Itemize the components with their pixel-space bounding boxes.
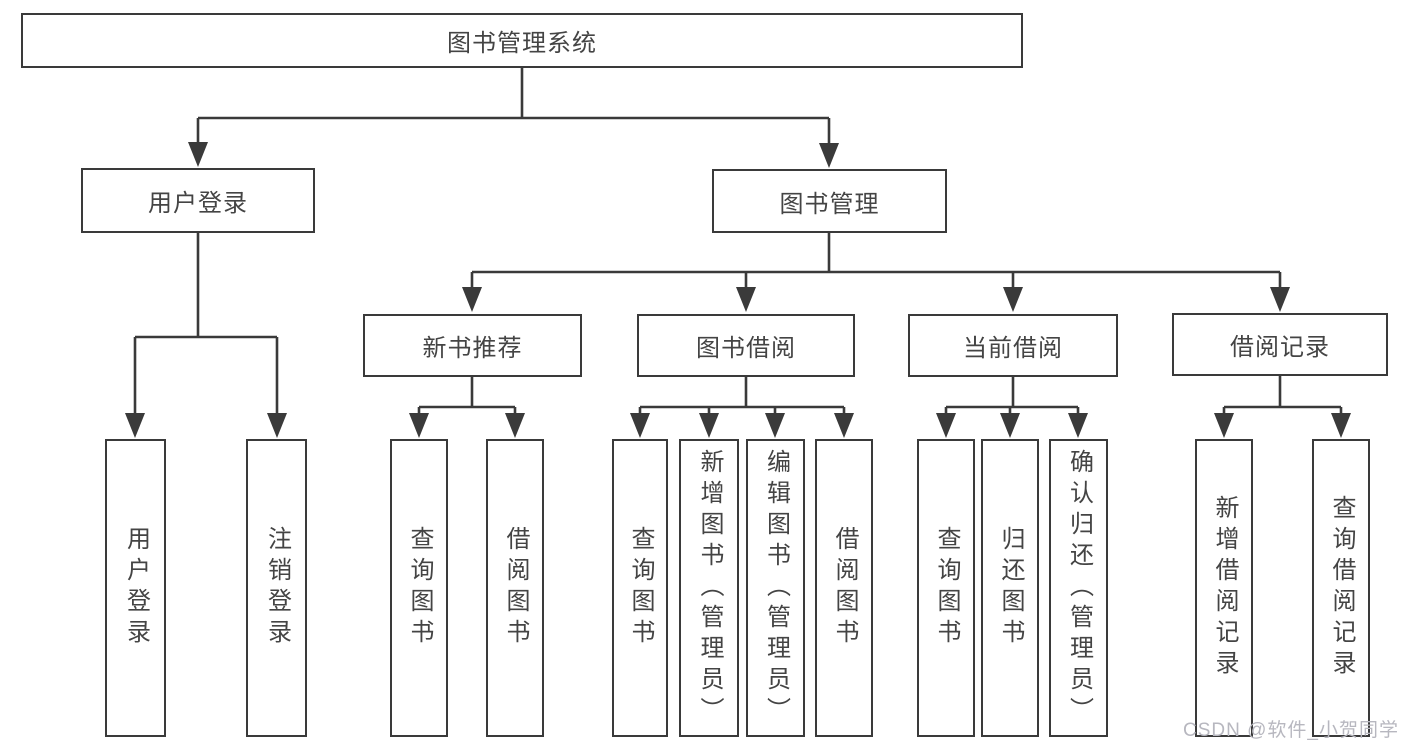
leaf-label: 查询图书 <box>406 526 433 650</box>
leaf-query-book-current: 查询图书 <box>917 439 975 737</box>
node-label: 新书推荐 <box>422 335 523 362</box>
leaf-edit-book-admin: 编辑图书（管理员） <box>746 439 805 737</box>
leaf-label: 用户登录 <box>122 526 150 650</box>
leaf-confirm-return-admin: 确认归还（管理员） <box>1049 439 1108 737</box>
leaf-return-book: 归还图书 <box>981 439 1039 737</box>
node-user-login: 用户登录 <box>81 168 315 233</box>
leaf-label: 查询借阅记录 <box>1328 495 1355 681</box>
leaf-label: 借阅图书 <box>831 526 858 650</box>
node-current-borrow: 当前借阅 <box>908 314 1118 377</box>
leaf-query-borrow-record: 查询借阅记录 <box>1312 439 1370 737</box>
csdn-watermark: CSDN @软件_小贺同学 <box>1183 720 1399 741</box>
leaf-label: 借阅图书 <box>502 526 529 650</box>
leaf-query-book-recommend: 查询图书 <box>390 439 448 737</box>
node-label: 图书借阅 <box>696 335 796 362</box>
leaf-add-borrow-record: 新增借阅记录 <box>1195 439 1253 737</box>
node-borrow-records: 借阅记录 <box>1172 313 1388 376</box>
leaf-query-book-borrow: 查询图书 <box>612 439 668 737</box>
node-label: 图书管理 <box>779 190 880 218</box>
leaf-label: 新增借阅记录 <box>1211 495 1238 681</box>
node-label: 借阅记录 <box>1230 334 1330 361</box>
node-book-borrow: 图书借阅 <box>637 314 855 377</box>
leaf-borrow-book: 借阅图书 <box>815 439 873 737</box>
leaf-label: 查询图书 <box>627 526 654 650</box>
node-system-root: 图书管理系统 <box>21 13 1023 68</box>
node-new-book-recommend: 新书推荐 <box>363 314 582 377</box>
node-label: 用户登录 <box>148 190 248 217</box>
node-book-management: 图书管理 <box>712 169 947 233</box>
node-label: 图书管理系统 <box>447 30 597 57</box>
leaf-add-book-admin: 新增图书（管理员） <box>679 439 739 737</box>
leaf-label: 确认归还（管理员） <box>1065 448 1093 728</box>
leaf-user-login: 用户登录 <box>105 439 166 737</box>
leaf-label: 注销登录 <box>263 526 291 650</box>
leaf-borrow-book-recommend: 借阅图书 <box>486 439 544 737</box>
leaf-logout: 注销登录 <box>246 439 307 737</box>
leaf-label: 归还图书 <box>997 526 1024 650</box>
leaf-label: 查询图书 <box>933 526 960 650</box>
leaf-label: 编辑图书（管理员） <box>762 448 790 728</box>
node-label: 当前借阅 <box>963 335 1063 362</box>
leaf-label: 新增图书（管理员） <box>696 448 723 728</box>
